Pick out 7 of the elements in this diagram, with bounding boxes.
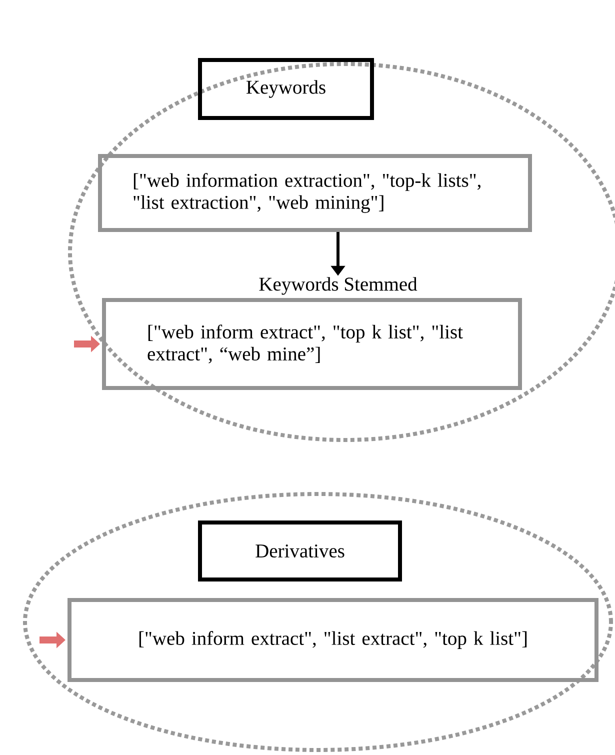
list-box: ["web information extraction", "top-k lists", "list extraction", "web mining"] [98, 154, 532, 232]
title-box: Derivatives [198, 520, 402, 582]
title-box: Keywords [198, 58, 374, 120]
list-box: ["web inform extract", "list extract", "top k list"] [68, 598, 598, 682]
list-box: ["web inform extract", "top k list", "list extract", “web mine”] [102, 298, 522, 390]
box-heading: Keywords Stemmed [259, 277, 418, 295]
dotted-ellipse [23, 492, 613, 752]
